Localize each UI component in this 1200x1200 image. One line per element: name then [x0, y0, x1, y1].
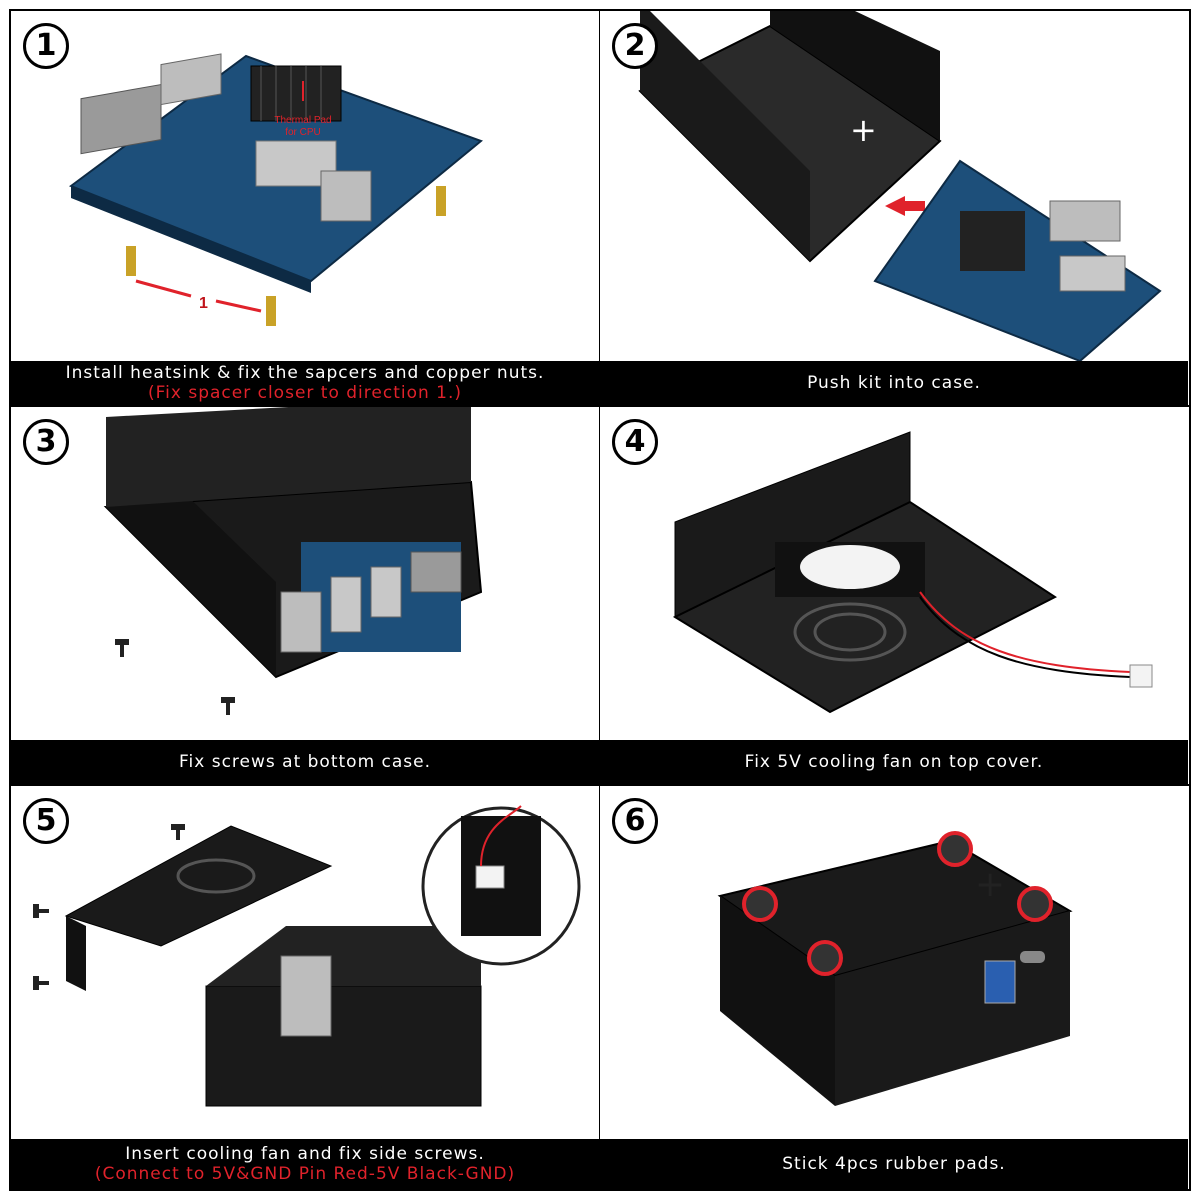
board-with-heatsink-illustration: Thermal Pad for CPU 1 — [68, 53, 483, 326]
fan-icon — [775, 542, 925, 662]
step-5-panel: 5 Insert cooling fan and fix side screws… — [11, 786, 599, 1189]
row-divider-2 — [9, 784, 1191, 786]
screw-icon — [33, 904, 49, 918]
step-5-note: (Connect to 5V&GND Pin Red-5V Black-GND) — [94, 1164, 516, 1184]
push-kit-into-case-illustration: + — [638, 11, 1162, 361]
push-arrow-icon — [885, 196, 925, 216]
finished-case-illustration: + — [717, 831, 1073, 1106]
column-divider — [598, 9, 600, 1191]
row-divider-1 — [9, 405, 1191, 407]
step-4-caption: Fix 5V cooling fan on top cover. — [600, 740, 1188, 784]
step-3-caption: Fix screws at bottom case. — [11, 740, 599, 784]
rubber-pad-icon — [1017, 886, 1053, 922]
step-4-caption-text: Fix 5V cooling fan on top cover. — [744, 752, 1044, 772]
step-5-caption-text: Insert cooling fan and fix side screws. — [125, 1144, 485, 1164]
step-5-number-icon: 5 — [23, 798, 69, 844]
svg-text:+: + — [850, 111, 877, 149]
step-3-caption-text: Fix screws at bottom case. — [178, 752, 432, 772]
insert-cooling-fan-illustration — [33, 805, 581, 1107]
step-4-panel: 4 Fix 5V cooling fan on top cover. — [600, 407, 1188, 784]
fan-on-top-cover-illustration — [672, 431, 1153, 714]
thermal-pad-label-line2: for CPU — [285, 127, 321, 138]
step-2-caption-text: Push kit into case. — [807, 373, 981, 393]
step-1-caption: Install heatsink & fix the sapcers and c… — [11, 361, 599, 405]
step-6-caption: Stick 4pcs rubber pads. — [600, 1139, 1188, 1189]
outer-frame — [9, 9, 1191, 1191]
step-6-panel: + 6 Stick 4pcs rubber pads. — [600, 786, 1188, 1189]
direction-label: 1 — [199, 295, 208, 312]
step-4-number-icon: 4 — [612, 419, 658, 465]
step-3-number-icon: 3 — [23, 419, 69, 465]
step-2-number-icon: 2 — [612, 23, 658, 69]
screw-icon — [115, 639, 129, 657]
step-1-number-icon: 1 — [23, 23, 69, 69]
step-1-note: (Fix spacer closer to direction 1.) — [147, 383, 463, 403]
thermal-pad-label-line1: Thermal Pad — [274, 115, 331, 126]
step-6-caption-text: Stick 4pcs rubber pads. — [782, 1154, 1006, 1174]
screw-icon — [33, 976, 49, 990]
case-with-board-illustration — [103, 407, 483, 715]
step-6-number-icon: 6 — [612, 798, 658, 844]
screw-icon — [221, 697, 235, 715]
step-3-panel: 3 Fix screws at bottom case. — [11, 407, 599, 784]
step-1-caption-text: Install heatsink & fix the sapcers and c… — [65, 363, 545, 383]
rubber-pad-icon — [742, 886, 778, 922]
direction-arrow-icon — [135, 279, 192, 298]
step-1-panel: Thermal Pad for CPU 1 1 Install heatsink… — [11, 11, 599, 405]
step-2-panel: + 2 Push kit into case. — [600, 11, 1188, 405]
step-2-caption: Push kit into case. — [600, 361, 1188, 405]
svg-text:+: + — [975, 864, 1005, 905]
step-5-caption: Insert cooling fan and fix side screws. … — [11, 1139, 599, 1189]
rubber-pad-icon — [807, 940, 843, 976]
screw-icon — [171, 824, 185, 840]
rubber-pad-icon — [937, 831, 973, 867]
